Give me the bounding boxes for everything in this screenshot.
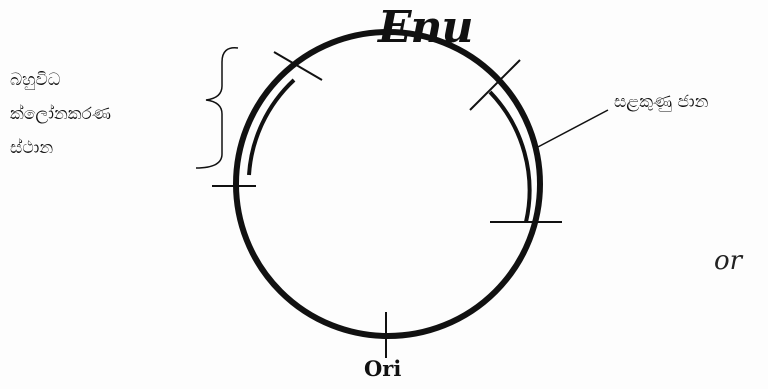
- cloning-site-label-line2: ක්ලෝනකරණ: [10, 100, 111, 128]
- plasmid-circle: [236, 32, 540, 336]
- tick-marker-start: [470, 60, 520, 110]
- diagram-title: Enu: [378, 2, 473, 53]
- origin-label: Ori: [364, 356, 401, 381]
- margin-mark: or: [714, 246, 742, 276]
- marker-gene-label: සළකුණු ජාන: [614, 92, 708, 112]
- marker-gene-leader: [536, 110, 608, 148]
- cloning-site-label-line3: ස්ථාන: [10, 134, 53, 162]
- cloning-site-arc: [249, 80, 294, 175]
- cloning-site-bracket: [196, 48, 238, 168]
- cloning-site-label-line1: බහුවිධ: [10, 66, 60, 94]
